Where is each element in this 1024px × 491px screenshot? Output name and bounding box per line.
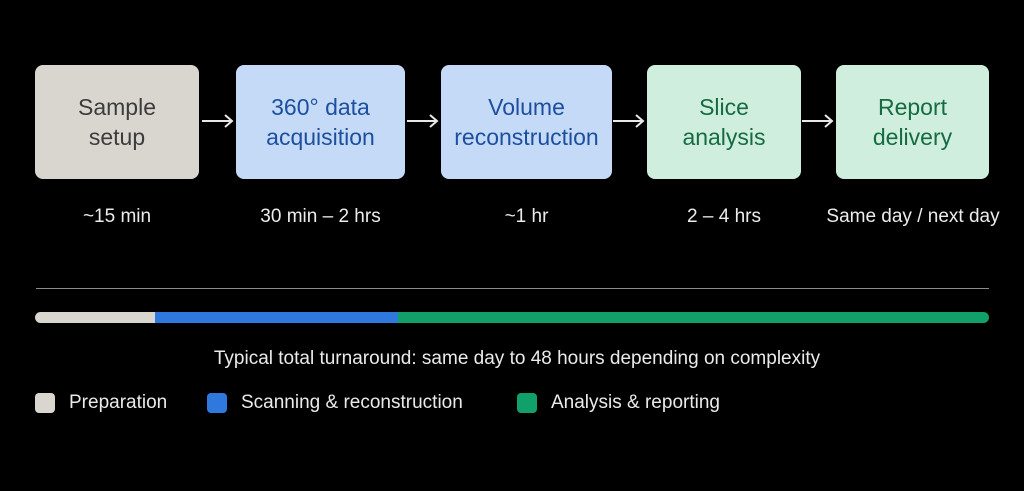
timeline-bar-preparation [35,312,165,323]
step-title-line2: analysis [682,124,766,150]
step-data-acquisition: 360° data acquisition [236,65,405,179]
timeline-bar-scanning [155,312,400,323]
step-title-line1: Slice [699,94,749,120]
arrow-right-icon [802,114,834,128]
legend-label: Scanning & reconstruction [241,392,463,413]
step-report-delivery: Report delivery [836,65,989,179]
step-duration: Same day / next day [826,206,1000,227]
step-duration: 30 min – 2 hrs [260,206,381,227]
step-slice-analysis: Slice analysis [647,65,801,179]
legend-item-scanning: Scanning & reconstruction [207,392,463,414]
legend-label: Analysis & reporting [551,392,720,413]
step-title-line2: reconstruction [454,124,599,150]
step-title-line1: Volume [488,94,565,120]
step-sample-setup: Sample setup [35,65,199,179]
step-title-line1: Sample [78,94,156,120]
step-title-line2: delivery [872,124,953,150]
arrow-right-icon [407,114,439,128]
step-title-line2: acquisition [266,124,375,150]
legend-item-preparation: Preparation [35,392,167,414]
step-duration: 2 – 4 hrs [687,206,761,227]
step-title-line1: Report [877,94,948,120]
legend-label: Preparation [69,392,168,413]
step-duration: ~1 hr [504,206,549,227]
step-title-line2: setup [88,124,146,150]
legend-swatch [35,393,55,413]
step-volume-reconstruction: Volume reconstruction [441,65,612,179]
legend-item-analysis: Analysis & reporting [517,392,720,414]
arrow-right-icon [202,114,234,128]
turnaround-summary: Typical total turnaround: same day to 48… [213,348,821,369]
timeline-bar-analysis [398,312,989,323]
legend-swatch [207,393,227,413]
divider [36,288,989,289]
arrow-right-icon [613,114,645,128]
step-duration: ~15 min [82,206,152,227]
legend-swatch [517,393,537,413]
step-title-line1: 360° data [271,94,370,120]
